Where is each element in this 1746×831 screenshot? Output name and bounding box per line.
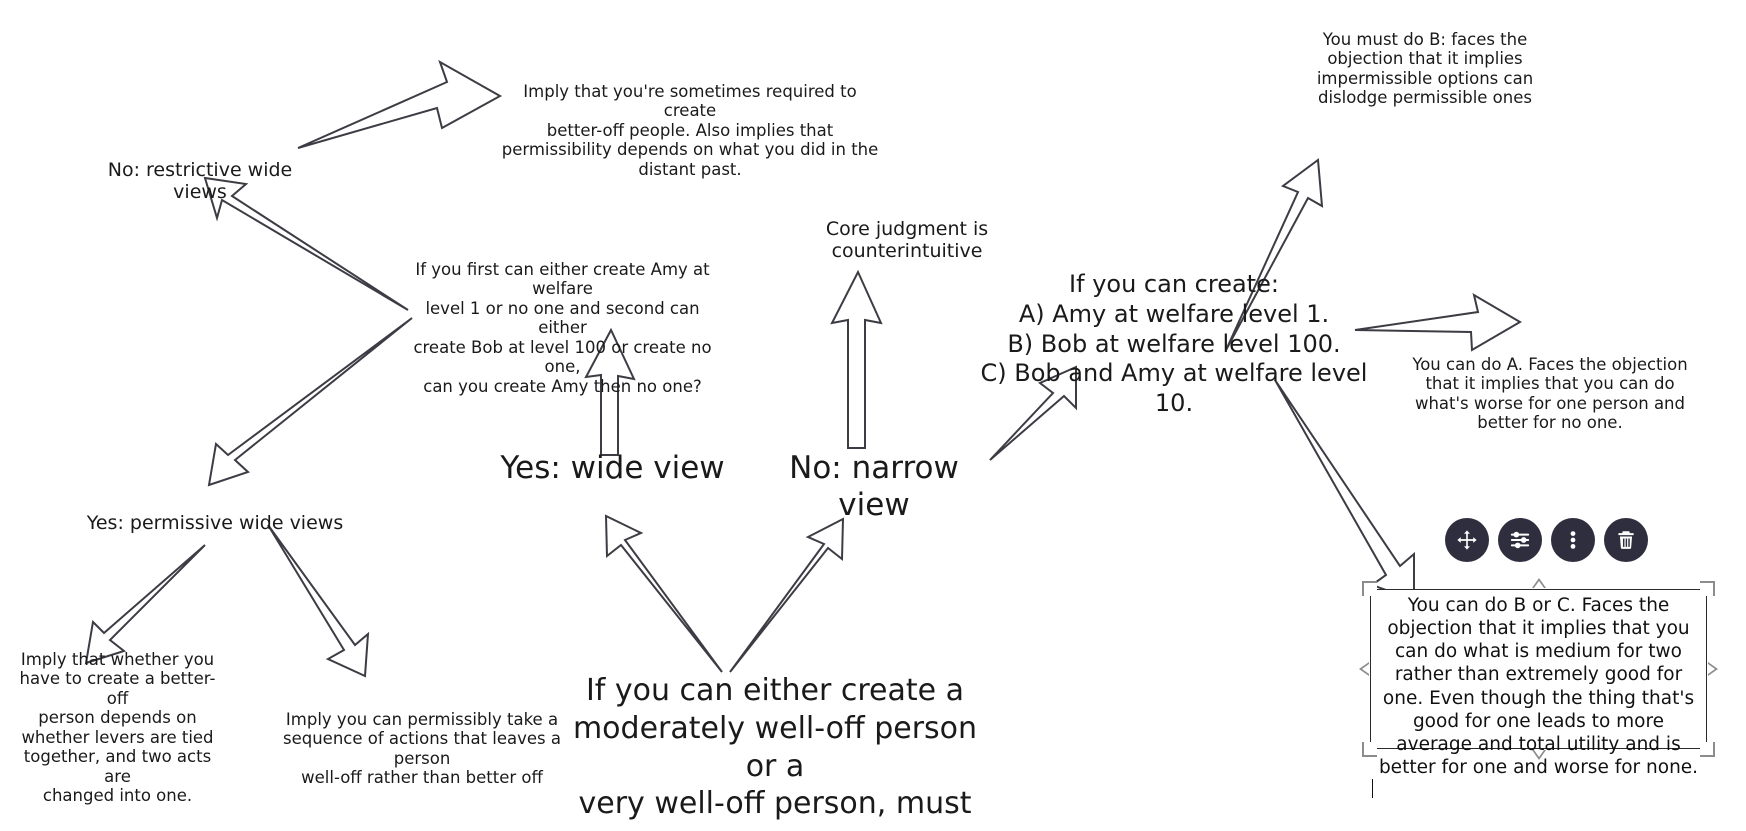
node-must-do-b[interactable]: You must do B: faces the objection that … bbox=[1316, 30, 1534, 108]
more-vertical-icon bbox=[1570, 531, 1576, 549]
arrow-create-to-cando-a bbox=[1354, 292, 1522, 352]
resize-handle-top-left[interactable] bbox=[1362, 581, 1377, 596]
more-options-button[interactable] bbox=[1551, 518, 1595, 562]
sliders-icon bbox=[1510, 531, 1530, 549]
move-button[interactable] bbox=[1445, 518, 1489, 562]
node-core-judgment[interactable]: Core judgment is counterintuitive bbox=[825, 218, 989, 263]
connector-handle-left[interactable] bbox=[1359, 662, 1369, 676]
move-icon bbox=[1457, 530, 1477, 550]
text-caret bbox=[1372, 779, 1373, 798]
node-imply-levers-tied[interactable]: Imply that whether you have to create a … bbox=[19, 650, 216, 806]
node-moderately-vs-very[interactable]: If you can either create a moderately we… bbox=[572, 673, 978, 831]
node-can-do-a[interactable]: You can do A. Faces the objection that i… bbox=[1412, 355, 1688, 433]
arrow-to-imply-required bbox=[297, 59, 503, 149]
node-permissive-wide-views[interactable]: Yes: permissive wide views bbox=[86, 512, 344, 534]
selected-textbox[interactable]: You can do B or C. Faces the objection t… bbox=[1359, 578, 1718, 798]
node-imply-sequence-actions[interactable]: Imply you can permissibly take a sequenc… bbox=[282, 710, 561, 788]
delete-button[interactable] bbox=[1604, 518, 1648, 562]
node-amy-bob-question[interactable]: If you first can either create Amy at we… bbox=[413, 260, 712, 396]
connector-handle-right[interactable] bbox=[1708, 662, 1718, 676]
trash-icon bbox=[1618, 531, 1634, 549]
node-if-you-can-create[interactable]: If you can create: A) Amy at welfare lev… bbox=[980, 270, 1368, 417]
node-restrictive-wide-views[interactable]: No: restrictive wide views bbox=[107, 159, 293, 204]
arrow-bigq-to-narrowview bbox=[729, 517, 845, 673]
arrow-permissive-to-levers bbox=[84, 544, 206, 665]
arrow-narrowview-to-core bbox=[830, 269, 883, 449]
connector-handle-top[interactable] bbox=[1531, 578, 1546, 588]
node-yes-wide-view[interactable]: Yes: wide view bbox=[500, 450, 725, 486]
selected-textbox-text[interactable]: You can do B or C. Faces the objection t… bbox=[1378, 595, 1699, 778]
node-no-narrow-view[interactable]: No: narrow view bbox=[789, 450, 959, 524]
settings-button[interactable] bbox=[1498, 518, 1542, 562]
connector-handle-bottom[interactable] bbox=[1531, 750, 1546, 760]
arrow-bigq-to-wideview bbox=[604, 514, 723, 673]
resize-handle-bottom-left[interactable] bbox=[1362, 742, 1377, 757]
object-toolbar bbox=[1445, 518, 1648, 562]
resize-handle-top-right[interactable] bbox=[1700, 581, 1715, 596]
resize-handle-bottom-right[interactable] bbox=[1700, 742, 1715, 757]
arrow-question-to-permissive bbox=[207, 317, 413, 487]
node-imply-required-better-off[interactable]: Imply that you're sometimes required to … bbox=[501, 82, 879, 179]
arrow-permissive-to-sequence bbox=[267, 524, 370, 678]
